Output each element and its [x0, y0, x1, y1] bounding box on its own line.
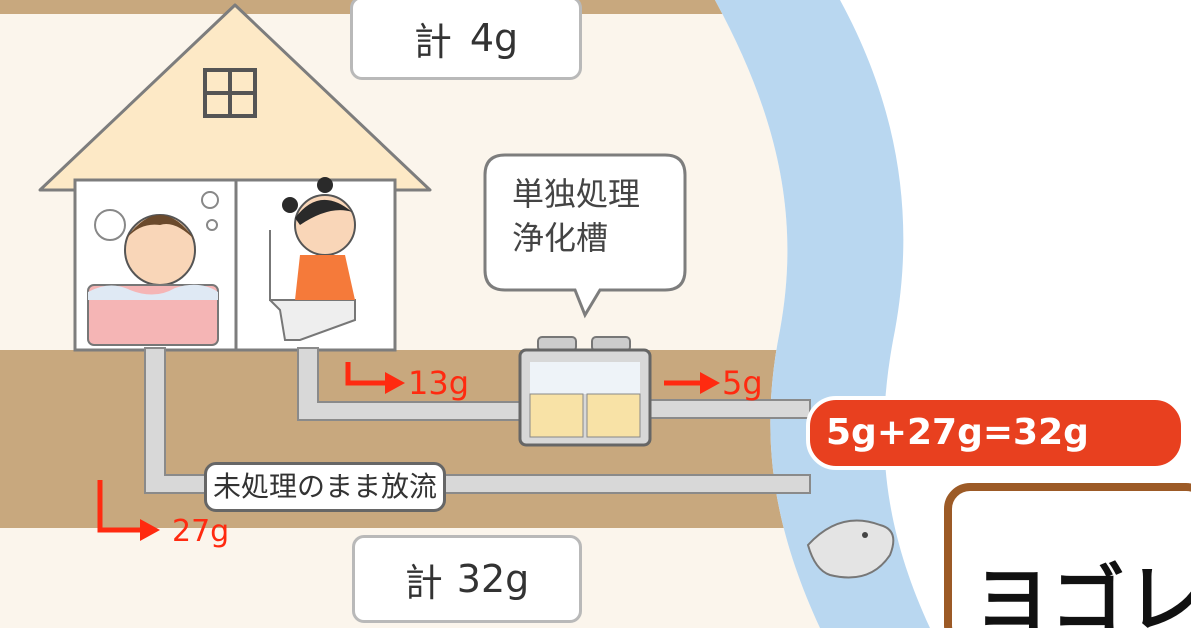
arrowhead-5g — [700, 372, 720, 394]
callout-line-2: 浄化槽 — [512, 219, 609, 257]
arrowhead-13g — [385, 372, 405, 394]
bottom-total-box: 計 32g — [352, 535, 582, 623]
septic-tank-callout — [483, 153, 687, 319]
flow-arrows — [97, 362, 700, 533]
septic-tank-callout-text: 単独処理 浄化槽 — [512, 172, 640, 260]
bottom-total-value: 32g — [456, 557, 530, 601]
bathing-person-icon — [87, 191, 219, 346]
top-total-label: 計 — [413, 19, 452, 64]
arrowhead-27g — [140, 519, 160, 541]
flow-13g-label: 13g — [408, 364, 470, 402]
toilet-person-icon — [269, 177, 356, 341]
top-total-box: 計 4g — [350, 0, 582, 80]
flow-27g-label: 27g — [172, 514, 230, 549]
river-total-label: 5g+27g=32g — [826, 412, 1089, 453]
river-total-badge-bg — [806, 396, 1185, 470]
septic-tank-icon — [518, 336, 652, 447]
top-total-value: 4g — [469, 16, 519, 60]
attic-window-icon — [203, 68, 257, 118]
fish-icon — [806, 519, 895, 579]
arrow-27g — [97, 480, 140, 533]
label-panel-border — [944, 483, 1191, 628]
flow-5g-label: 5g — [722, 364, 763, 402]
callout-line-1: 単独処理 — [512, 175, 641, 213]
panel-heading: ヨゴレ — [975, 557, 1191, 628]
river — [715, 0, 930, 628]
arrow-13g — [345, 362, 385, 386]
untreated-discharge-label: 未処理のまま放流 — [204, 462, 447, 512]
bottom-total-label: 計 — [404, 560, 443, 605]
